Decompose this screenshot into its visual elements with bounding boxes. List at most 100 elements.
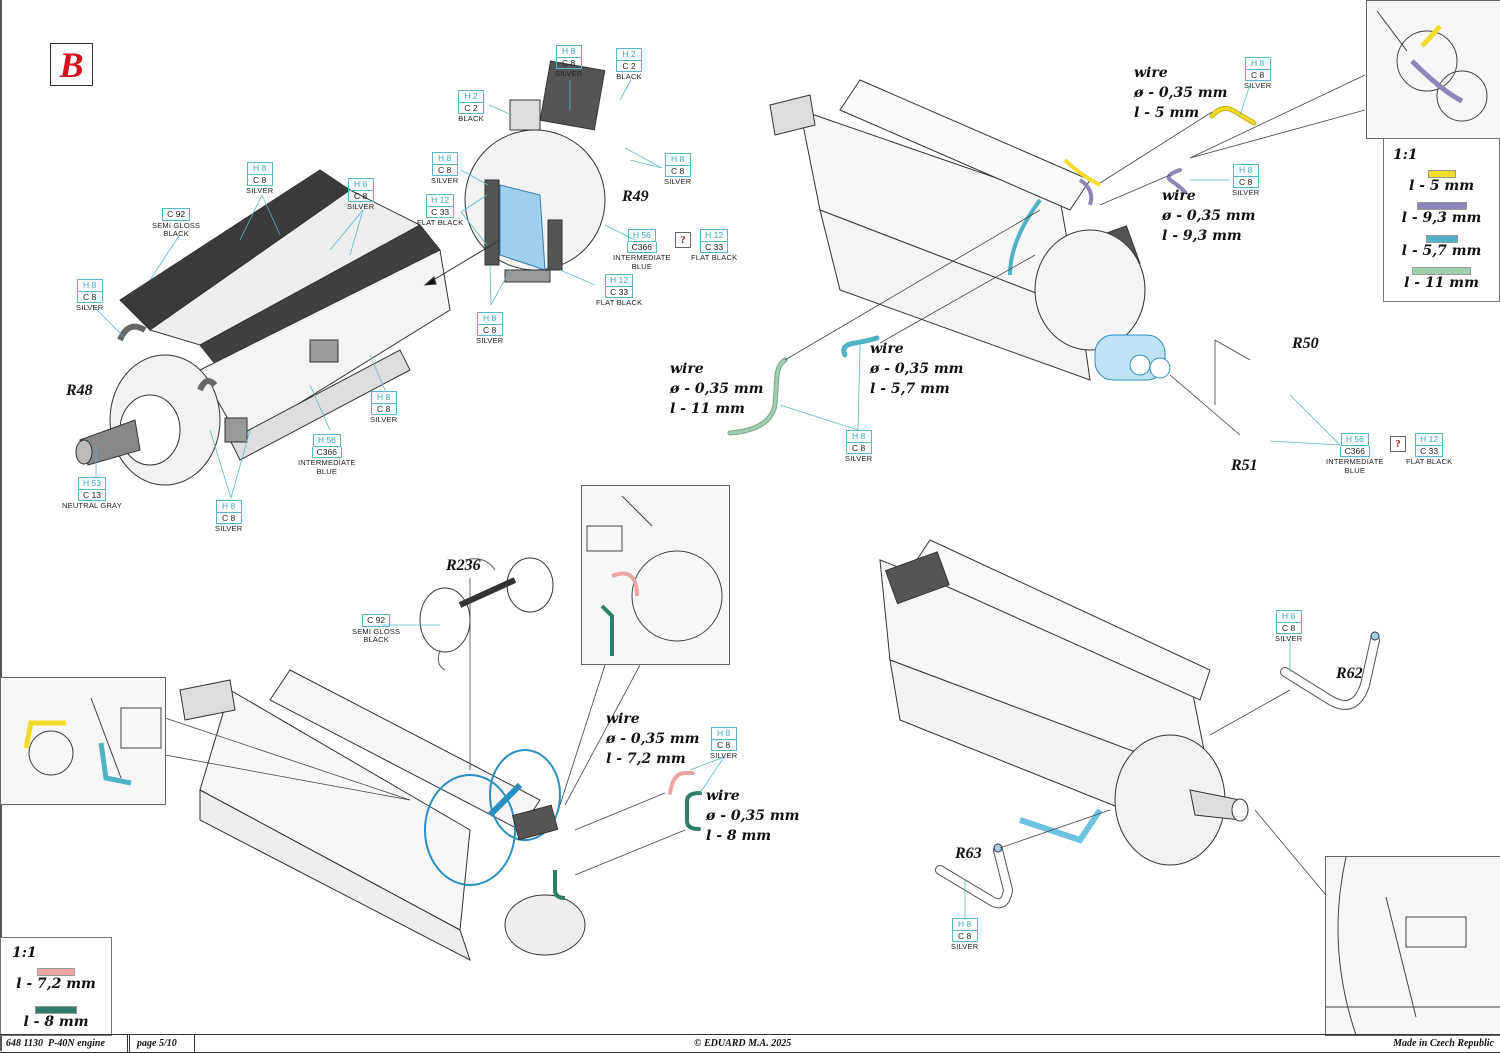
legend-item: l - 11 mm xyxy=(1384,267,1499,291)
wire-diameter: ø - 0,35 mm xyxy=(670,381,764,397)
paint-code-c: C 8 xyxy=(76,291,103,303)
legend-item: l - 5 mm xyxy=(1384,170,1499,194)
paint-callout: H 8 C 8 SILVER xyxy=(710,727,737,760)
paint-code-c: C 8 xyxy=(1244,69,1271,81)
legend-length: l - 7,2 mm xyxy=(16,976,96,992)
paint-callout: H 56 C366 INTERMEDIATE BLUE xyxy=(613,229,671,270)
wire-length: l - 5 mm xyxy=(1134,105,1200,121)
paint-name: SILVER xyxy=(845,454,873,463)
inset-drawing xyxy=(1367,1,1500,138)
wire-scale-legend-bottom: 1:1 l - 7,2 mm l - 8 mm xyxy=(0,937,112,1036)
paint-code-h: H 8 xyxy=(664,153,691,166)
paint-name: BLACK xyxy=(616,72,642,81)
paint-callout: H 56 C366 INTERMEDIATE BLUE xyxy=(298,434,356,475)
detail-inset-bottom-center xyxy=(581,485,730,665)
wire-length: l - 8 mm xyxy=(706,828,772,844)
product-title: P-40N engine xyxy=(47,1038,105,1049)
wire-label: wire xyxy=(606,711,640,727)
paint-name: SILVER xyxy=(555,69,583,78)
paint-code-h: H 8 xyxy=(710,727,737,740)
unknown-paint-mark: ? xyxy=(675,232,691,248)
paint-callout: H 8 C 8 SILVER xyxy=(664,153,691,186)
engine-bottom-right-drawing xyxy=(879,539,1249,866)
engine-r48-drawing xyxy=(75,169,451,486)
paint-code-c: C366 xyxy=(626,241,657,253)
paint-code-h: H 8 xyxy=(555,45,582,58)
inset-drawing xyxy=(582,486,729,664)
wire-label: wire xyxy=(1162,188,1196,204)
paint-code-c: C 8 xyxy=(347,190,374,202)
part-label-r50: R50 xyxy=(1292,335,1319,352)
section-letter: B xyxy=(50,43,93,86)
engine-top-right-drawing xyxy=(769,79,1171,381)
paint-callout: H 8 C 8 SILVER xyxy=(555,45,582,78)
paint-code-c: C 8 xyxy=(951,930,978,942)
paint-code-h: H 53 xyxy=(77,477,106,490)
paint-code-h: H 2 xyxy=(458,90,484,103)
legend-length: l - 8 mm xyxy=(23,1014,89,1030)
paint-callout: H 8 C 8 SILVER xyxy=(246,162,273,195)
paint-name: BLACK xyxy=(458,114,484,123)
paint-code-h: H 56 xyxy=(1340,433,1369,446)
paint-callout: H 8 C 8 SILVER xyxy=(215,500,242,533)
accessory-r49-drawing xyxy=(464,60,606,283)
page-footer: 648 1130 P-40N engine page 5/10 © EDUARD… xyxy=(0,1034,1500,1053)
paint-name: BLACK xyxy=(363,635,389,644)
detail-inset-bottom-left xyxy=(0,677,166,805)
wire-label: wire xyxy=(1134,65,1168,81)
paint-code-c: C 8 xyxy=(710,739,737,751)
wire-diameter: ø - 0,35 mm xyxy=(606,731,700,747)
paint-code-h: H 8 xyxy=(951,918,978,931)
paint-code-c: C 8 xyxy=(215,512,242,524)
paint-callout: H 8 C 8 SILVER xyxy=(1232,164,1259,197)
inset-drawing xyxy=(1326,857,1500,1035)
wire-diameter: ø - 0,35 mm xyxy=(1134,85,1228,101)
paint-callout: H 8 C 8 SILVER xyxy=(845,430,872,463)
paint-code-h: H 56 xyxy=(627,229,656,242)
paint-name: BLUE xyxy=(1344,465,1366,475)
paint-code-c: C 92 xyxy=(362,614,391,627)
paint-callout: H 2 C 2 BLACK xyxy=(458,90,484,123)
paint-code-h: H 8 xyxy=(476,312,503,325)
paint-code-c: C 2 xyxy=(458,102,484,114)
part-label-r62: R62 xyxy=(1336,665,1363,682)
paint-code-c: C 8 xyxy=(845,442,872,454)
wire-color-swatch xyxy=(1416,202,1467,210)
paint-callout: H 12 C 33 FLAT BLACK xyxy=(1406,433,1452,466)
paint-code-c: C 8 xyxy=(1275,622,1302,634)
wire-label: wire xyxy=(670,361,704,377)
paint-code-c: C 13 xyxy=(77,489,106,501)
paint-code-c: C 8 xyxy=(476,324,503,336)
footer-page-number: page 5/10 xyxy=(133,1035,195,1052)
paint-name: SILVER xyxy=(246,186,274,195)
paint-name: SILVER xyxy=(1275,634,1303,643)
paint-name: SILVER xyxy=(431,176,459,185)
paint-callout: H 8 C 8 SILVER xyxy=(1275,610,1302,643)
legend-length: l - 5 mm xyxy=(1408,178,1475,194)
paint-code-c: C 33 xyxy=(426,206,455,218)
paint-name: SEMI GLOSS xyxy=(352,626,401,636)
legend-item: l - 9,3 mm xyxy=(1384,202,1499,226)
paint-callout: H 8 C 8 SILVER xyxy=(1244,57,1271,90)
part-label-r48: R48 xyxy=(66,382,93,399)
paint-callout: H 8 C 8 SILVER xyxy=(951,918,978,951)
legend-length: l - 9,3 mm xyxy=(1401,210,1482,226)
paint-name: FLAT BLACK xyxy=(596,298,643,307)
paint-code-h: H 2 xyxy=(616,48,642,61)
paint-code-h: H 8 xyxy=(431,152,458,165)
paint-code-h: H 56 xyxy=(312,434,341,447)
paint-code-h: H 8 xyxy=(1275,610,1302,623)
footer-product: 648 1130 P-40N engine xyxy=(2,1035,130,1052)
wire-spec-7-2mm: wire ø - 0,35 mm l - 7,2 mm xyxy=(606,709,700,769)
paint-code-h: H 8 xyxy=(215,500,242,513)
legend-length: l - 5,7 mm xyxy=(1401,243,1482,259)
paint-callout: H 8 C 8 SILVER xyxy=(370,391,397,424)
wire-length: l - 9,3 mm xyxy=(1162,228,1242,244)
wire-color-swatch xyxy=(35,1006,77,1014)
paint-code-h: H 8 xyxy=(370,391,397,404)
paint-callout: H 12 C 33 FLAT BLACK xyxy=(596,274,642,307)
wire-diameter: ø - 0,35 mm xyxy=(870,361,964,377)
paint-name: SILVER xyxy=(370,415,398,424)
paint-name: SILVER xyxy=(951,942,979,951)
